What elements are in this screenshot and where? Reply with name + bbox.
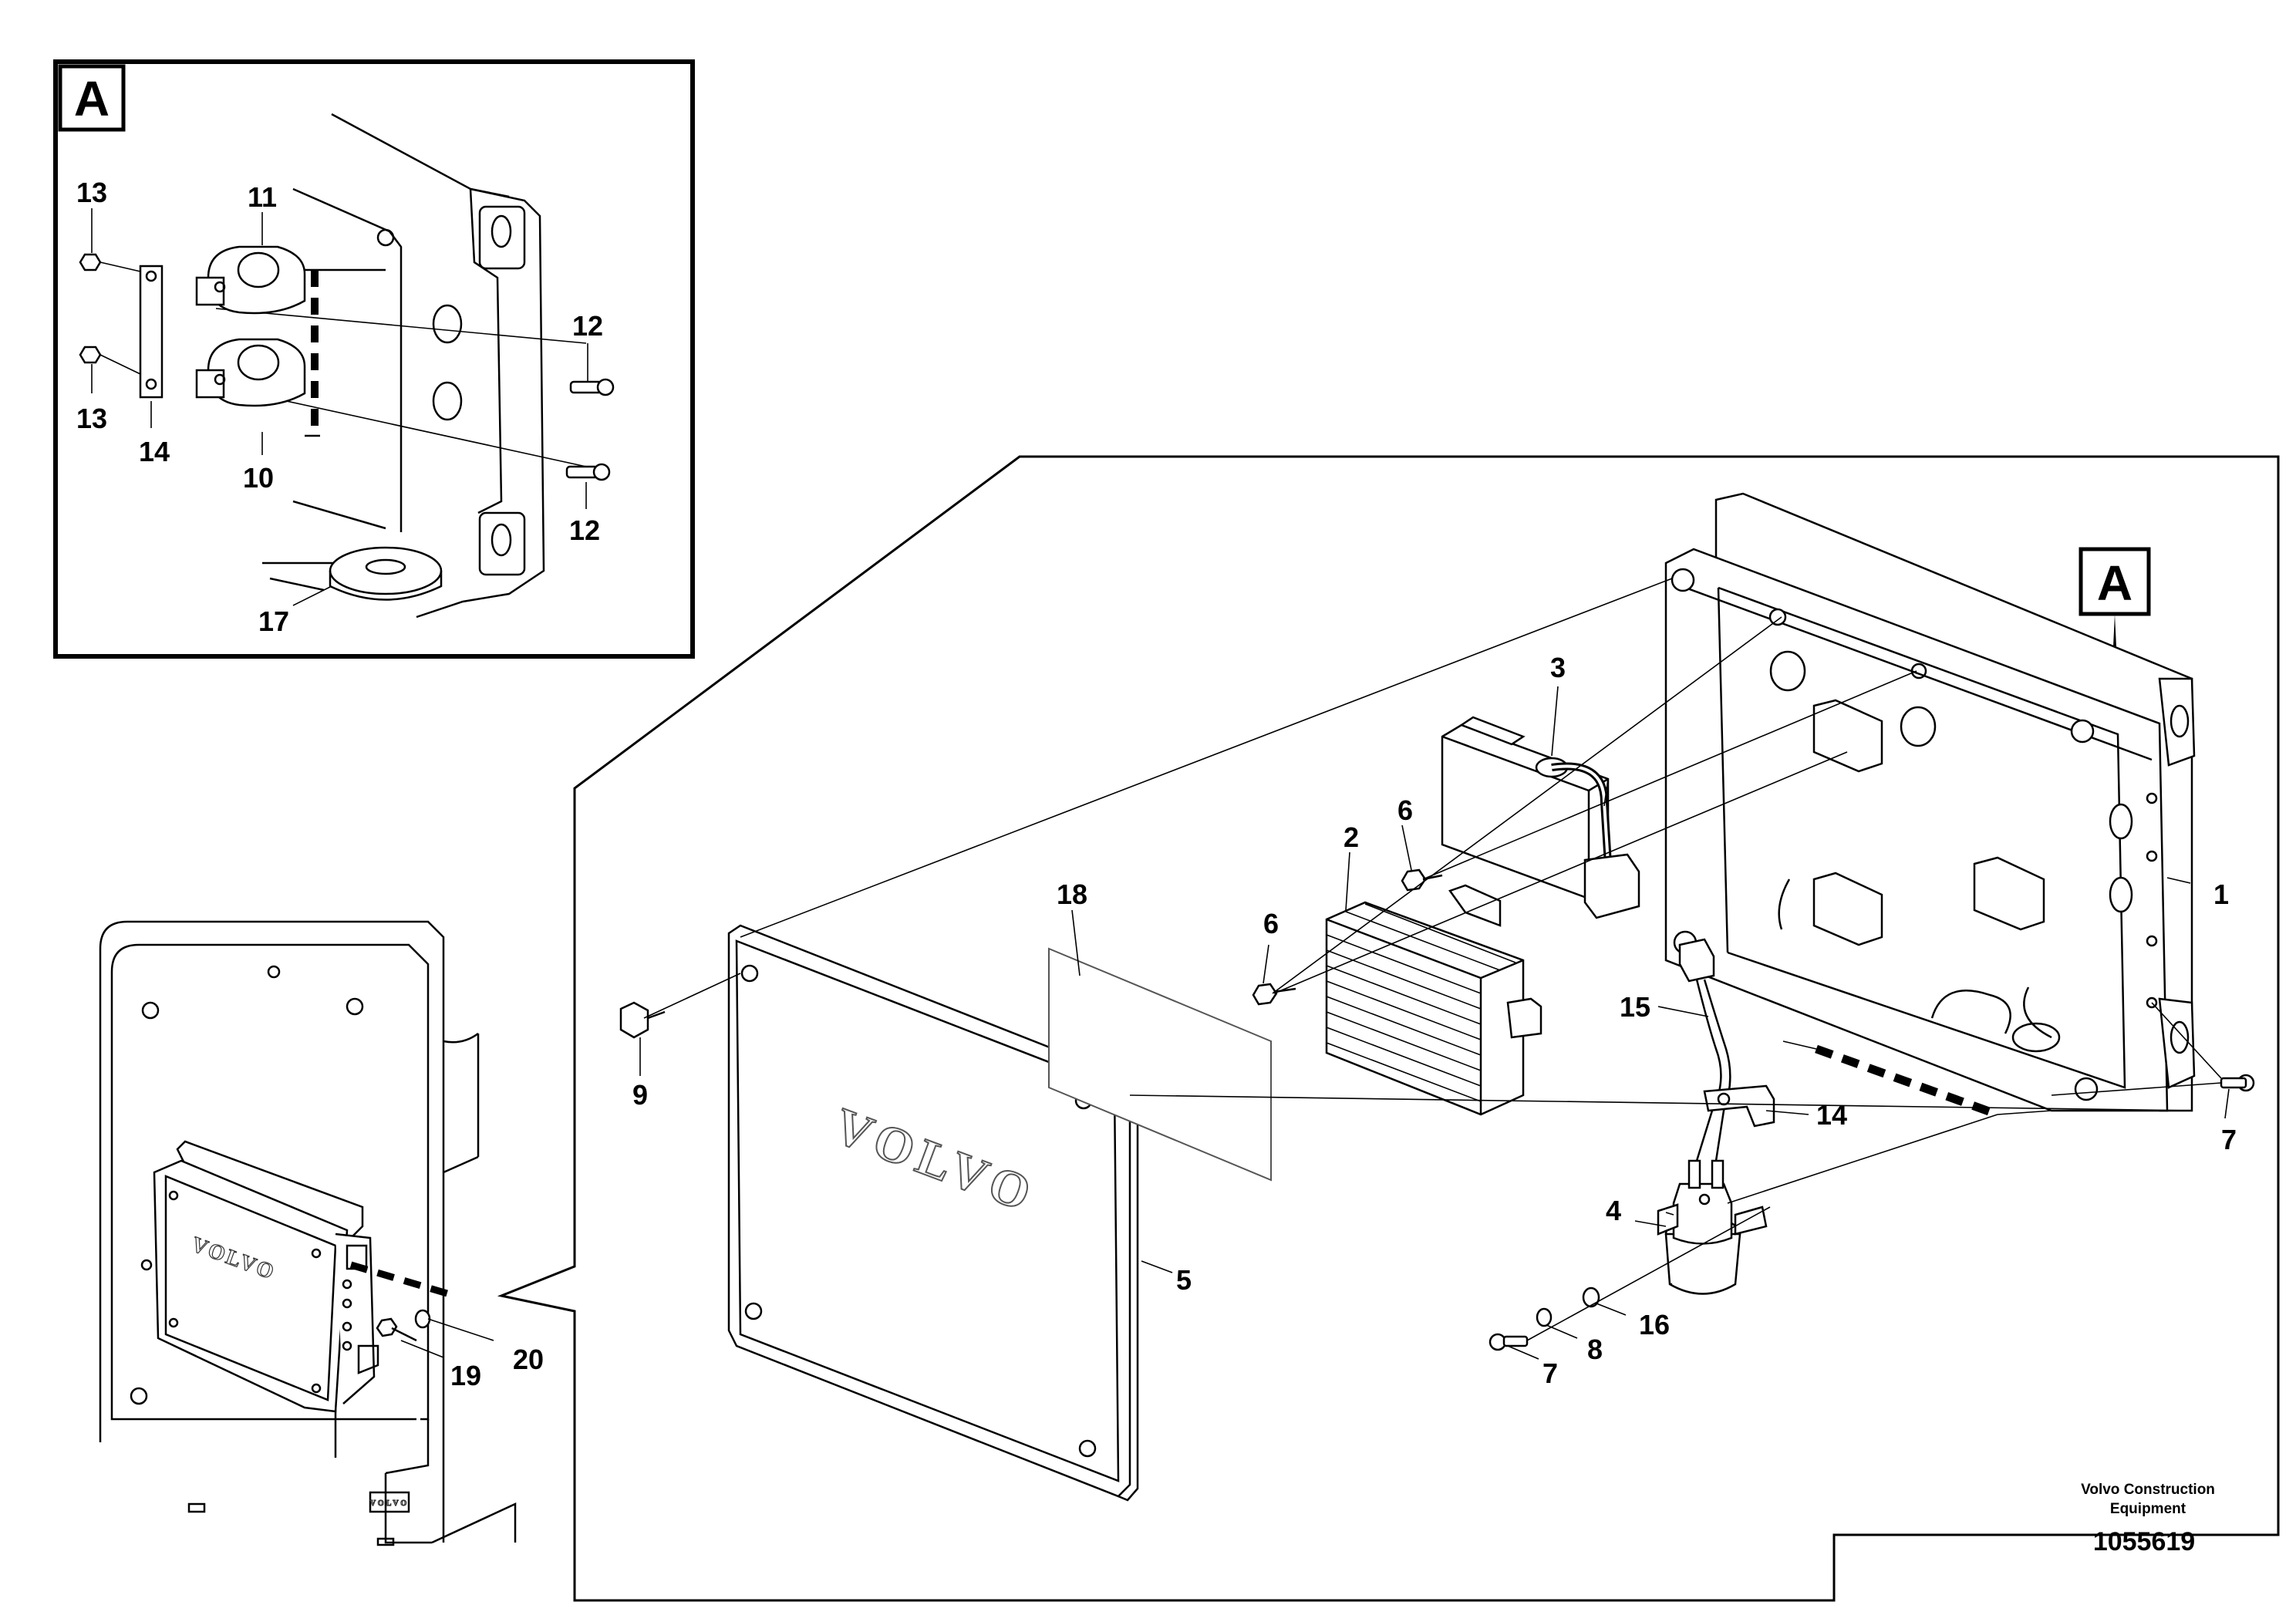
callout-3: 3 — [1550, 652, 1566, 683]
nut-13-upper — [79, 253, 102, 271]
relay-mount-10 — [195, 338, 306, 407]
label-18 — [1048, 947, 1272, 1182]
credit-line-2: Equipment — [2110, 1501, 2186, 1517]
bracket-14-main — [1703, 1084, 1775, 1128]
callout-17: 17 — [258, 605, 289, 637]
washer-8 — [1536, 1307, 1553, 1327]
nut-13-lower — [79, 346, 102, 364]
callout-8: 8 — [1587, 1334, 1603, 1365]
main-exploded-view: A — [497, 455, 2280, 1602]
part-number: 1055619 — [2093, 1527, 2195, 1556]
credit-block: Volvo Construction Equipment 1055619 — [2081, 1482, 2215, 1556]
detail-badge: A — [58, 64, 126, 132]
callout-6-lower: 6 — [1263, 908, 1279, 939]
washer-20 — [414, 1309, 431, 1329]
callout-12-lower: 12 — [569, 514, 600, 546]
callout-13-upper: 13 — [76, 177, 107, 208]
callout-4: 4 — [1606, 1195, 1621, 1226]
callout-11: 11 — [248, 181, 277, 213]
callout-14-main: 14 — [1816, 1099, 1847, 1131]
callout-1: 1 — [2213, 878, 2229, 910]
screw-7-lower — [1489, 1333, 1529, 1351]
relay-4 — [1657, 1159, 1768, 1295]
relay-mount-11 — [195, 245, 306, 315]
callout-20: 20 — [513, 1344, 544, 1375]
cover-plate-5: VOLVO — [727, 924, 1139, 1502]
control-unit-2 — [1325, 884, 1542, 1116]
overview-ecu: VOLVO — [153, 1140, 379, 1413]
callout-15: 15 — [1620, 991, 1650, 1023]
bolt-9 — [619, 1001, 666, 1039]
callout-14-detail: 14 — [139, 436, 170, 467]
screw-7-right — [2220, 1074, 2255, 1092]
callout-16: 16 — [1639, 1309, 1670, 1340]
overview-plate-text: VOLVO — [370, 1499, 409, 1508]
screw-12-lower — [565, 463, 611, 481]
credit-line-1: Volvo Construction — [2081, 1482, 2215, 1498]
main-badge-letter: A — [2097, 555, 2132, 611]
bracket-plate-14 — [139, 265, 164, 399]
callout-6-upper: 6 — [1397, 794, 1413, 826]
callout-5: 5 — [1176, 1264, 1192, 1296]
callout-9: 9 — [632, 1079, 648, 1111]
washer-17 — [329, 546, 443, 601]
callout-7-lower: 7 — [1542, 1357, 1558, 1389]
detail-view-a: A — [53, 59, 695, 659]
callout-2: 2 — [1344, 821, 1359, 853]
washer-16 — [1582, 1286, 1600, 1308]
housing-1 — [1664, 492, 2196, 1112]
callout-13-lower: 13 — [76, 403, 107, 434]
screw-12-upper — [569, 378, 615, 396]
callout-18: 18 — [1057, 878, 1087, 910]
screw-19 — [376, 1317, 417, 1342]
relay-3 — [1441, 716, 1640, 919]
detail-badge-letter: A — [74, 71, 110, 126]
callout-12-upper: 12 — [572, 310, 603, 342]
callout-7-right: 7 — [2221, 1124, 2237, 1155]
callout-10: 10 — [243, 462, 274, 494]
callout-19: 19 — [450, 1360, 481, 1391]
detail-housing-wall — [262, 113, 545, 619]
machine-overview: VOLVO VOLVO — [99, 920, 544, 1546]
